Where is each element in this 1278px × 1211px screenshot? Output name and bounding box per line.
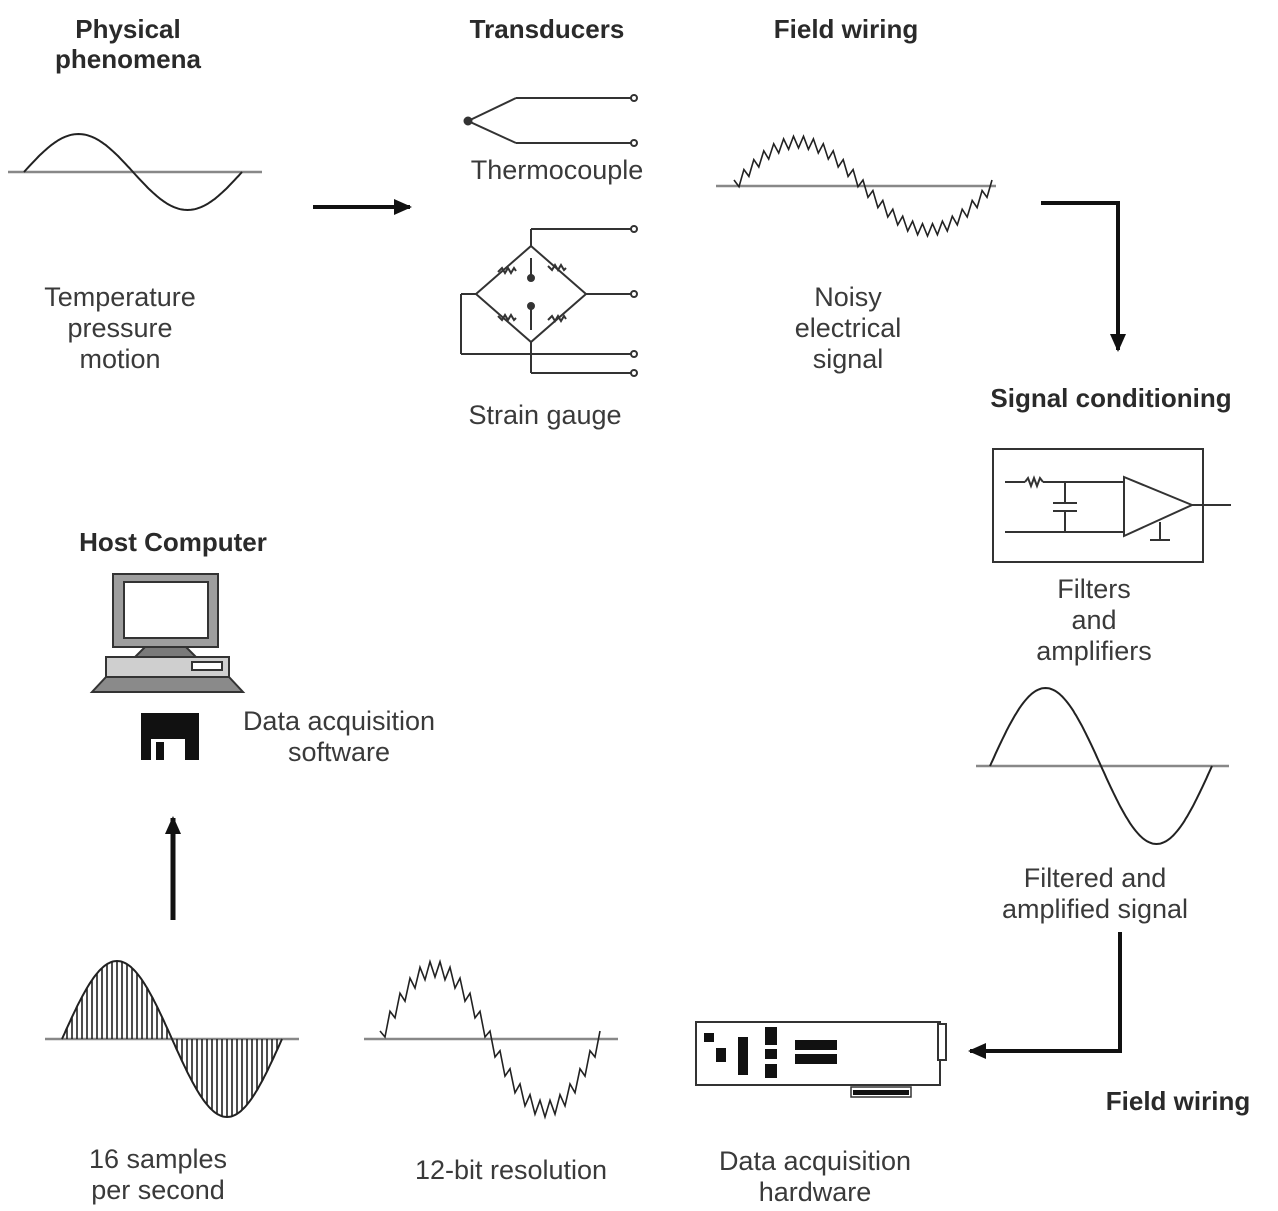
- label-phenomena-temperature: Temperature: [44, 282, 196, 312]
- heading-transducers: Transducers: [469, 14, 625, 44]
- label-resolution: 12-bit resolution: [414, 1155, 608, 1185]
- label-samples: 16 samples per second: [38, 1144, 278, 1206]
- label-filters-line-2: and: [1071, 605, 1117, 635]
- heading-physical-phenomena-line-1: Physical: [75, 14, 181, 44]
- label-daq-hardware-line-2: hardware: [758, 1177, 872, 1207]
- label-filters-amplifiers: Filters and amplifiers: [994, 574, 1194, 667]
- label-noisy-signal: Noisy electrical signal: [748, 282, 948, 375]
- label-noisy-line-2: electrical: [794, 313, 902, 343]
- label-phenomena-pressure: pressure: [67, 313, 173, 343]
- arrow-to-signal-conditioning: [1041, 201, 1126, 352]
- label-filters-line-3: amplifiers: [1036, 636, 1152, 666]
- sine-wave-icon: [8, 132, 262, 212]
- noisy-wave-icon: [716, 134, 996, 239]
- heading-field-wiring-bottom: Field wiring: [1105, 1086, 1251, 1116]
- computer-icon: [89, 573, 246, 693]
- heading-physical-phenomena: Physical phenomena: [28, 14, 228, 74]
- daq-card-icon: [695, 1021, 947, 1098]
- label-daq-software: Data acquisition software: [214, 706, 464, 768]
- label-strain-gauge: Strain gauge: [468, 400, 622, 430]
- label-daq-software-line-1: Data acquisition: [242, 706, 436, 736]
- strain-gauge-bridge-icon: [460, 225, 638, 377]
- sampled-wave-icon: [45, 959, 299, 1119]
- label-noisy-line-3: signal: [812, 344, 884, 374]
- quantized-wave-icon: [364, 958, 618, 1120]
- label-samples-line-1: 16 samples: [88, 1144, 228, 1174]
- label-filtered-signal: Filtered and amplified signal: [965, 863, 1225, 925]
- heading-physical-phenomena-line-2: phenomena: [55, 44, 201, 74]
- heading-host-computer: Host Computer: [79, 527, 267, 557]
- label-thermocouple: Thermocouple: [470, 155, 644, 185]
- label-filtered-line-1: Filtered and: [1023, 863, 1167, 893]
- label-phenomena-motion: motion: [79, 344, 161, 374]
- heading-field-wiring-top: Field wiring: [773, 14, 919, 44]
- filter-amplifier-circuit-icon: [992, 448, 1231, 563]
- label-noisy-line-1: Noisy: [814, 282, 882, 312]
- label-daq-hardware: Data acquisition hardware: [690, 1146, 940, 1208]
- label-phenomena-list: Temperature pressure motion: [10, 282, 230, 375]
- heading-signal-conditioning: Signal conditioning: [990, 383, 1232, 413]
- label-daq-hardware-line-1: Data acquisition: [718, 1146, 912, 1176]
- label-filters-line-1: Filters: [1057, 574, 1131, 604]
- label-samples-line-2: per second: [91, 1175, 225, 1205]
- label-daq-software-line-2: software: [287, 737, 391, 767]
- arrow-to-daq-hardware: [968, 932, 1122, 1059]
- label-filtered-line-2: amplified signal: [1001, 894, 1189, 924]
- floppy-disk-icon: [141, 713, 199, 760]
- thermocouple-icon: [463, 94, 638, 147]
- filtered-wave-icon: [976, 686, 1229, 846]
